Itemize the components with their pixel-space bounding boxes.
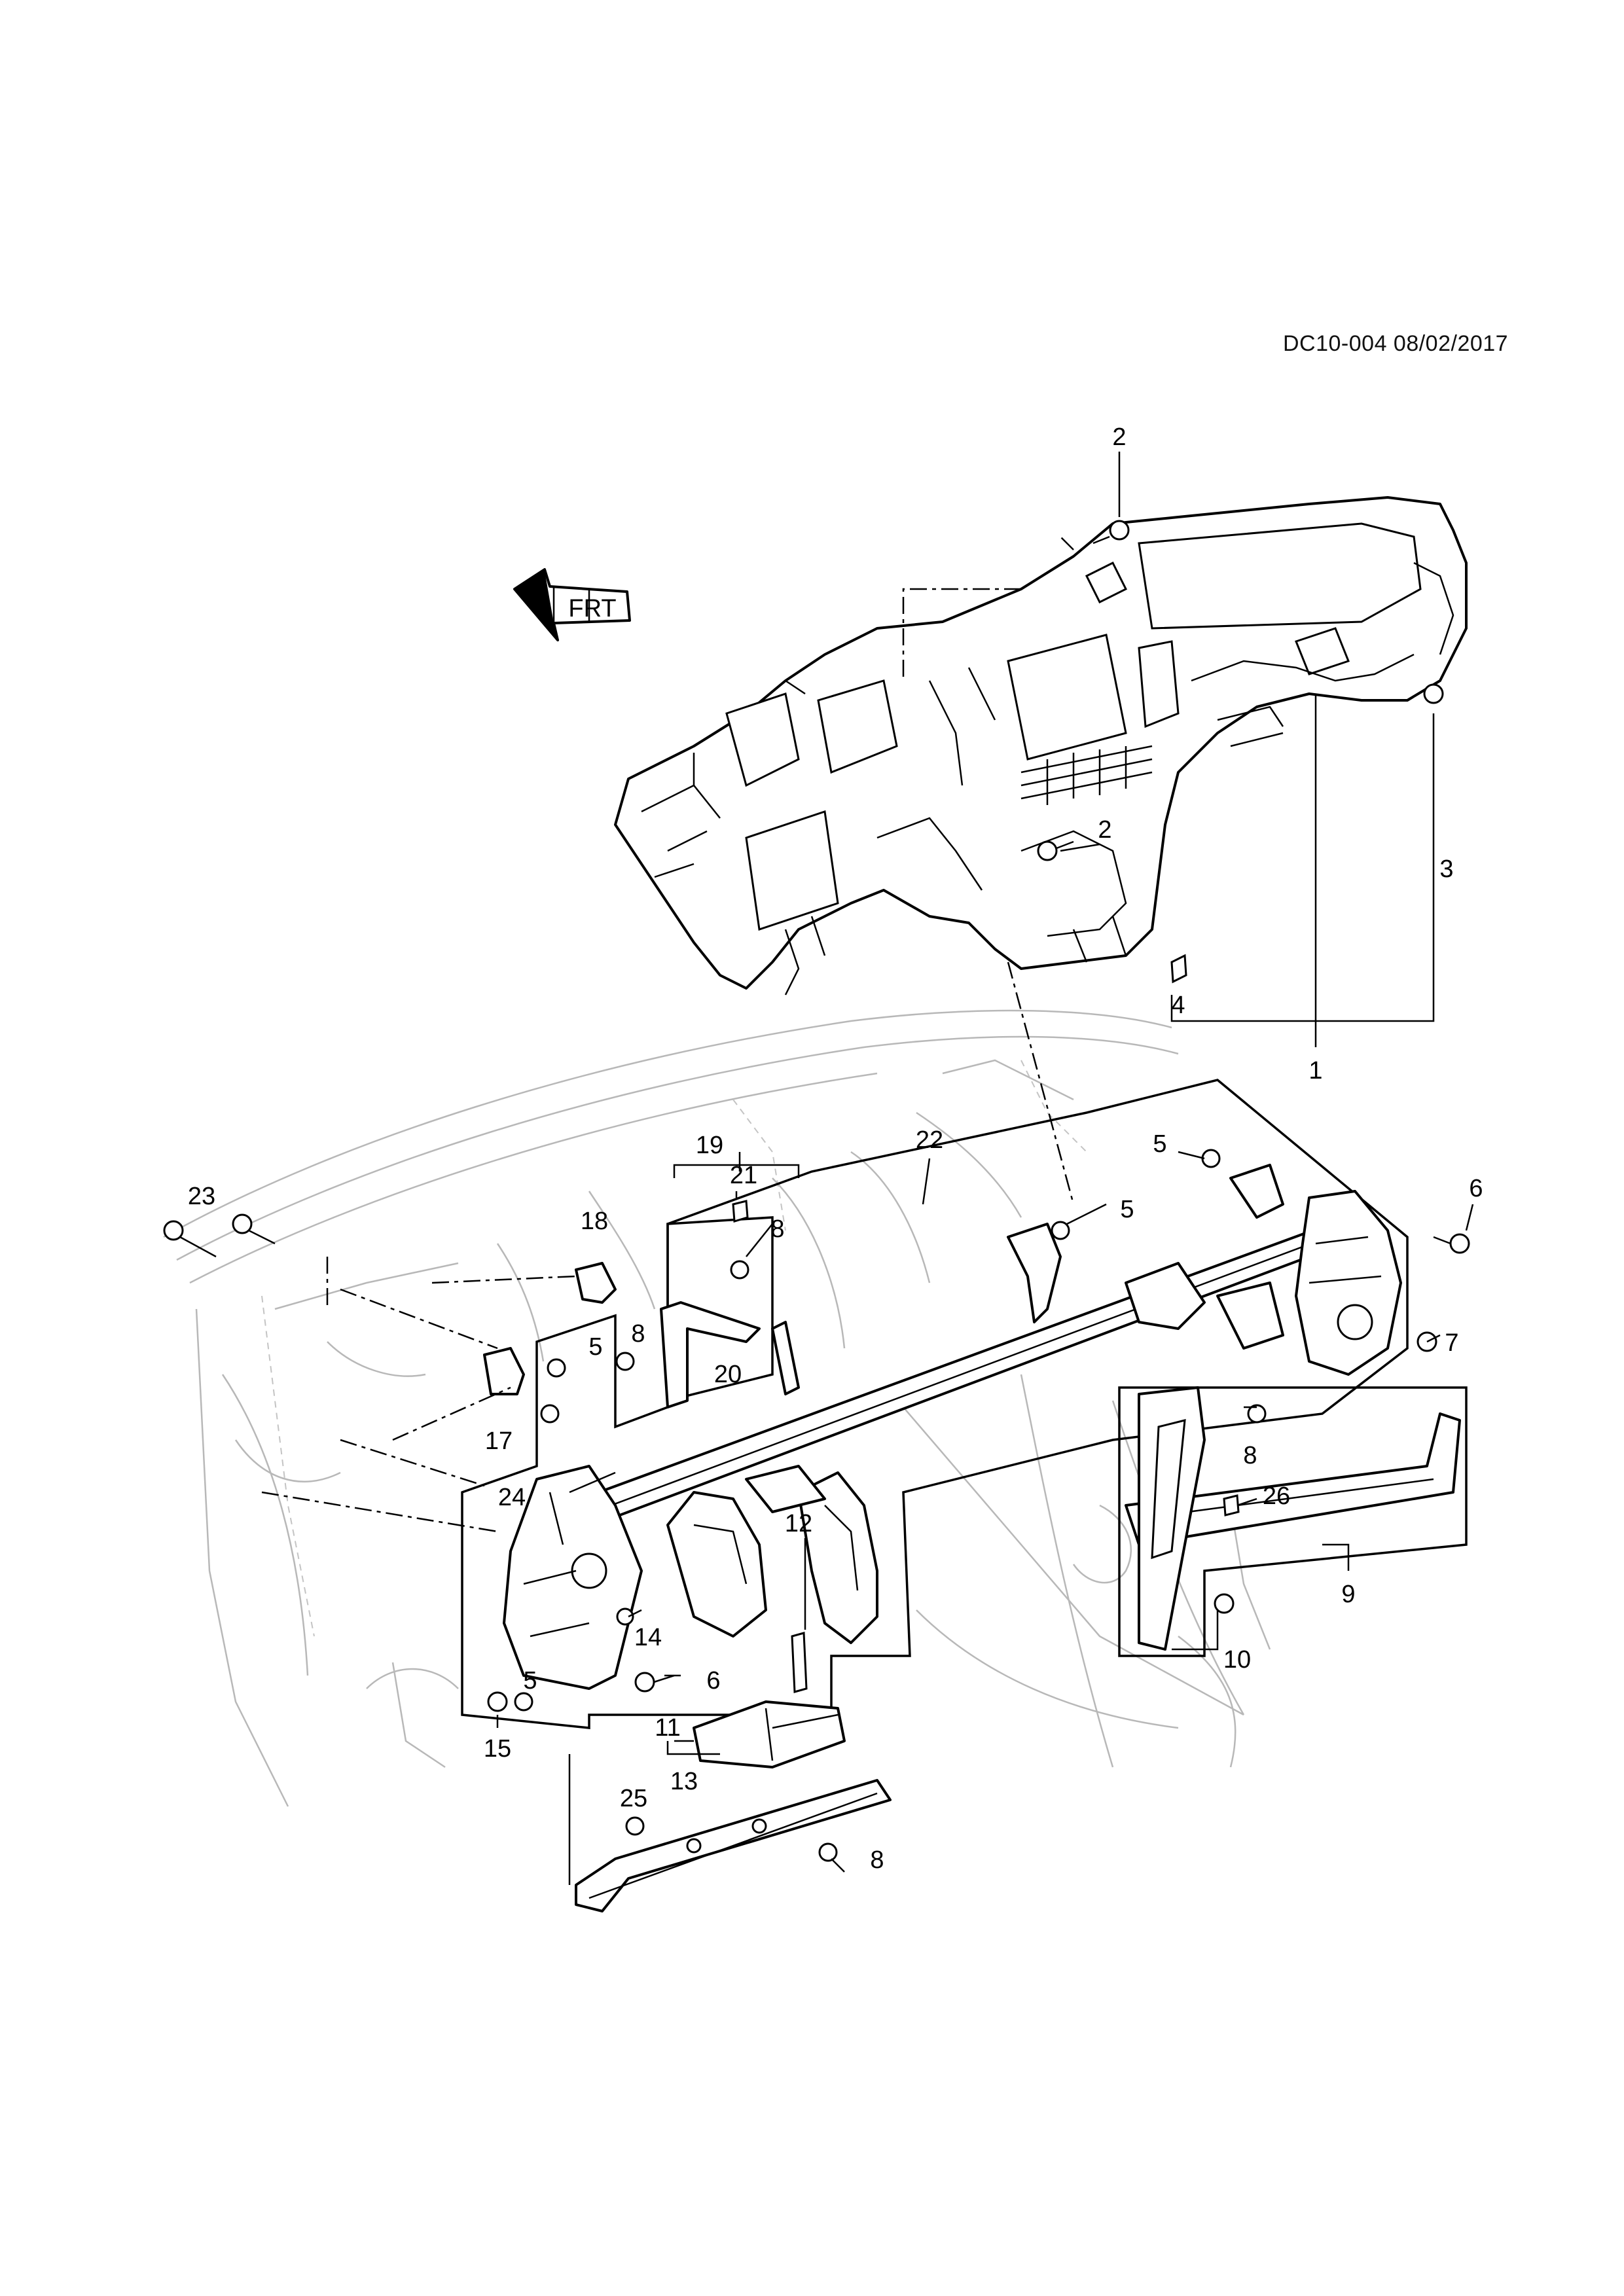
callout-21: 21: [730, 1162, 757, 1189]
callout-9: 9: [1341, 1581, 1355, 1608]
brace-9-frame: [1118, 1386, 1468, 1657]
callout-26: 26: [1263, 1482, 1290, 1510]
callout-6-right: 6: [1469, 1175, 1483, 1202]
callout-labels: 2 2 3 4 1 5 5 5 5 6 6 7 8 8 8 8 9 10 11 …: [188, 423, 1483, 1874]
callout-5-left: 5: [588, 1333, 602, 1361]
control-module-13: [693, 1700, 846, 1768]
callout-18: 18: [581, 1208, 608, 1235]
callout-3: 3: [1439, 855, 1453, 883]
steering-column-support: [666, 1465, 878, 1644]
vehicle-body-ghost: [163, 1009, 1271, 1807]
right-side-bracket: [1295, 1190, 1402, 1376]
lower-reinforcement-11: [575, 1779, 892, 1912]
pad-18: [575, 1262, 617, 1304]
front-direction-arrow-icon: FRT: [513, 568, 631, 641]
callout-8-c: 8: [1243, 1442, 1257, 1469]
center-brackets: [771, 1164, 1284, 1395]
orientation-marker-label: FRT: [568, 595, 616, 622]
callout-5-right: 5: [1153, 1130, 1166, 1158]
pad-17: [483, 1347, 525, 1395]
callout-8-d: 8: [870, 1846, 884, 1874]
fasteners: [163, 520, 1470, 1862]
callout-17: 17: [485, 1427, 513, 1455]
callout-22: 22: [916, 1126, 943, 1154]
instrument-panel-carrier: [614, 496, 1468, 996]
callout-12: 12: [785, 1510, 812, 1537]
callout-11: 11: [655, 1714, 680, 1742]
callout-7: 7: [1445, 1329, 1458, 1357]
upright-support: [1138, 1386, 1206, 1651]
bracket-20: [660, 1301, 761, 1408]
callout-14: 14: [634, 1624, 662, 1651]
callout-6-lower: 6: [706, 1667, 720, 1695]
callout-8-a: 8: [770, 1215, 784, 1243]
callout-2-mid: 2: [1098, 816, 1111, 844]
callout-4: 4: [1171, 992, 1185, 1019]
leader-lines: [261, 452, 1474, 1885]
callout-20: 20: [714, 1361, 742, 1388]
document-code: DC10-004 08/02/2017: [1283, 331, 1509, 356]
callout-23: 23: [188, 1183, 215, 1210]
callout-24: 24: [498, 1484, 526, 1511]
callout-1: 1: [1308, 1057, 1322, 1085]
callout-5-lower: 5: [523, 1667, 537, 1695]
callout-13: 13: [670, 1768, 698, 1795]
cross-beam-assembly-frame: [461, 1079, 1409, 1729]
callout-19: 19: [696, 1132, 723, 1159]
callout-15: 15: [484, 1735, 511, 1763]
callout-25: 25: [620, 1785, 647, 1812]
callout-8-b: 8: [631, 1320, 645, 1348]
callout-5-center: 5: [1120, 1196, 1134, 1223]
callout-2-top: 2: [1112, 423, 1126, 451]
callout-10: 10: [1223, 1646, 1251, 1674]
